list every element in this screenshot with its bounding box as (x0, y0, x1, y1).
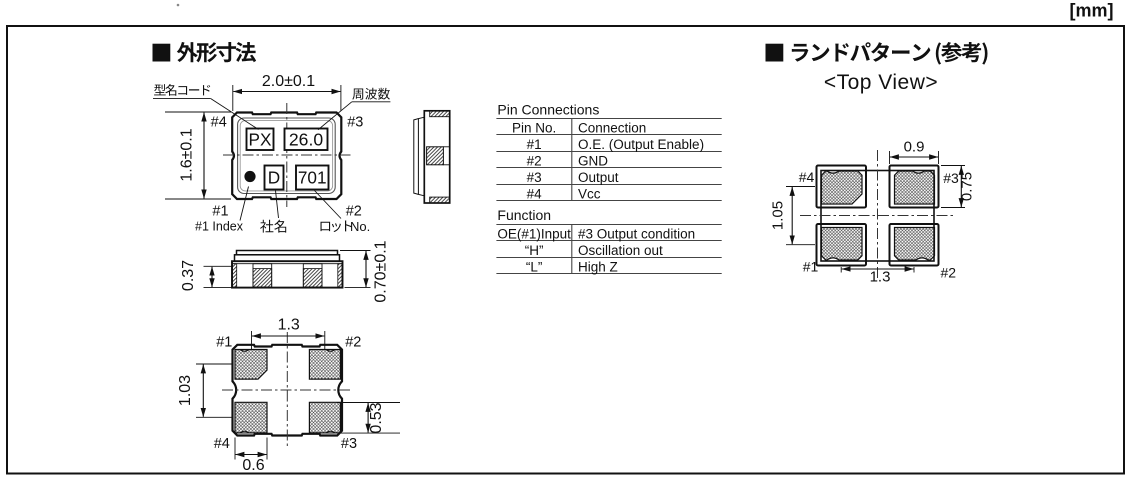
svg-text:<Top View>: <Top View> (824, 71, 938, 94)
svg-text:Vcc: Vcc (578, 187, 601, 202)
svg-text:0.53: 0.53 (368, 402, 385, 433)
svg-text:“L”: “L” (526, 260, 543, 275)
svg-text:2.0±0.1: 2.0±0.1 (262, 73, 315, 90)
svg-text:#1 Index: #1 Index (195, 220, 244, 234)
svg-text:Oscillation out: Oscillation out (578, 243, 663, 258)
svg-text:High Z: High Z (578, 260, 618, 275)
svg-text:“H”: “H” (525, 243, 544, 258)
svg-text:#2: #2 (527, 154, 542, 169)
svg-text:#4: #4 (799, 169, 815, 185)
svg-text:O.E. (Output Enable): O.E. (Output Enable) (578, 137, 704, 152)
svg-text:#1: #1 (212, 203, 228, 219)
svg-text:701: 701 (298, 168, 327, 188)
svg-text:Pin No.: Pin No. (512, 121, 556, 136)
svg-text:0.37: 0.37 (180, 260, 197, 291)
svg-text:#2: #2 (345, 335, 361, 351)
svg-text:0.70±0.1: 0.70±0.1 (373, 240, 390, 302)
svg-text:#4: #4 (527, 187, 543, 202)
svg-text:#2: #2 (941, 265, 957, 281)
svg-text:Pin Connections: Pin Connections (497, 102, 599, 118)
svg-text:0.75: 0.75 (959, 172, 976, 201)
svg-text:#3: #3 (341, 436, 357, 452)
svg-text:D: D (268, 168, 280, 188)
svg-text:PX: PX (249, 129, 272, 149)
svg-text:GND: GND (578, 154, 608, 169)
svg-text:#4: #4 (211, 114, 227, 130)
svg-text:#3 Output condition: #3 Output condition (578, 227, 695, 242)
svg-text:OE(#1)Input: OE(#1)Input (497, 227, 571, 242)
svg-text:#1: #1 (216, 335, 232, 351)
svg-text:1.3: 1.3 (870, 269, 891, 286)
svg-text:1.05: 1.05 (770, 201, 787, 230)
svg-text:Output: Output (578, 170, 619, 185)
svg-text:1.3: 1.3 (278, 317, 300, 334)
svg-text:#2: #2 (346, 204, 362, 220)
svg-text:26.0: 26.0 (289, 129, 323, 149)
svg-text:1.6±0.1: 1.6±0.1 (179, 128, 196, 181)
svg-text:#3: #3 (527, 170, 542, 185)
svg-text:[mm]: [mm] (1070, 0, 1114, 20)
svg-text:#3: #3 (943, 170, 959, 186)
svg-text:0.9: 0.9 (904, 139, 925, 156)
svg-text:Connection: Connection (578, 121, 646, 136)
svg-text:1.03: 1.03 (177, 375, 194, 406)
svg-text:No.: No. (350, 219, 370, 234)
svg-text:#1: #1 (527, 137, 542, 152)
svg-text:#1: #1 (803, 259, 819, 275)
svg-text:#4: #4 (214, 436, 230, 452)
svg-text:#3: #3 (347, 114, 363, 130)
svg-text:0.6: 0.6 (242, 457, 264, 474)
svg-text:Function: Function (497, 207, 551, 223)
